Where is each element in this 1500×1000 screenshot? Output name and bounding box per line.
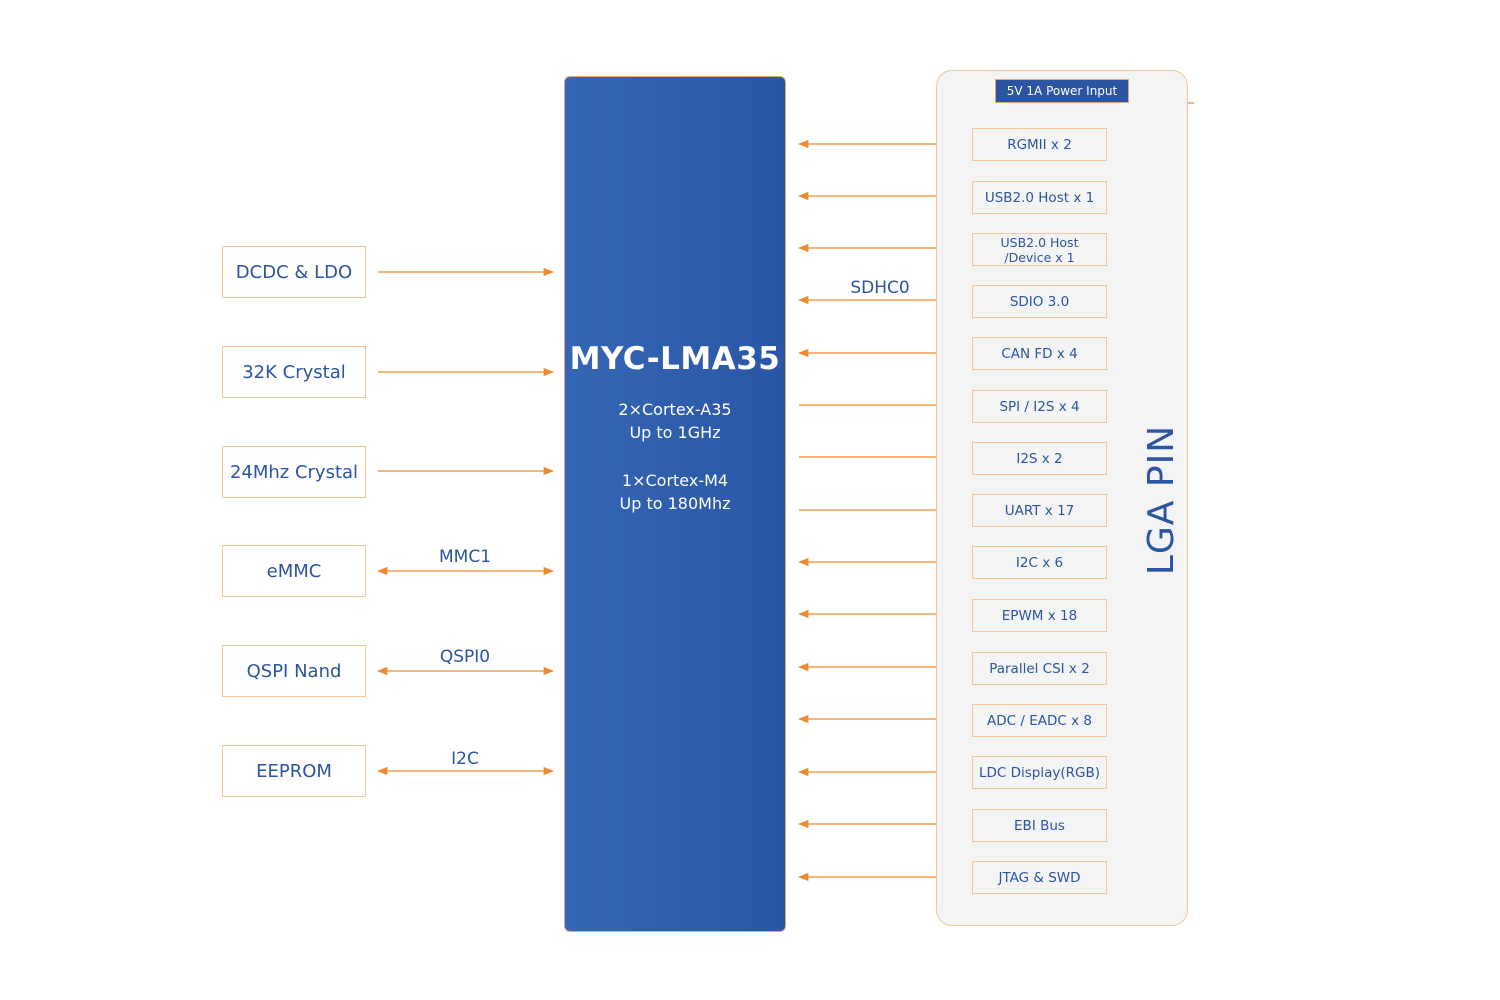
interface-rgmii: RGMII x 2 [972, 128, 1107, 161]
interface-label: SPI / I2S x 4 [999, 398, 1080, 415]
module-qspi-nand: QSPI Nand [222, 645, 366, 697]
module-label: eMMC [266, 560, 322, 582]
module-label: 32K Crystal [242, 361, 346, 383]
interface-can-fd: CAN FD x 4 [972, 337, 1107, 370]
interface-label: RGMII x 2 [1007, 136, 1072, 153]
cpu-name: MYC-LMA35 [569, 341, 781, 377]
interface-i2s: I2S x 2 [972, 442, 1107, 475]
interface-uart: UART x 17 [972, 494, 1107, 527]
module-label: 24Mhz Crystal [229, 461, 359, 483]
interface-adc: ADC / EADC x 8 [972, 704, 1107, 737]
module-emmc: eMMC [222, 545, 366, 597]
interface-usb-otg: USB2.0 Host /Device x 1 [972, 233, 1107, 266]
interface-parallel-csi: Parallel CSI x 2 [972, 652, 1107, 685]
module-24mhz-crystal: 24Mhz Crystal [222, 446, 366, 498]
power-input-label: 5V 1A Power Input [1006, 84, 1118, 98]
module-32k-crystal: 32K Crystal [222, 346, 366, 398]
module-eeprom: EEPROM [222, 745, 366, 797]
interface-jtag-swd: JTAG & SWD [972, 861, 1107, 894]
module-dcdc-ldo: DCDC & LDO [222, 246, 366, 298]
bus-label-qspi0: QSPI0 [439, 647, 491, 667]
cpu-core1-speed: Up to 1GHz [629, 423, 721, 442]
interface-label: I2C x 6 [1015, 554, 1064, 571]
module-label: QSPI Nand [246, 660, 342, 682]
power-input-box: 5V 1A Power Input [995, 79, 1129, 103]
interface-label: USB2.0 Host /Device x 1 [1000, 234, 1079, 265]
interface-label: Parallel CSI x 2 [989, 660, 1090, 677]
interface-epwm: EPWM x 18 [972, 599, 1107, 632]
cpu-core1: 2×Cortex-A35 [618, 400, 732, 419]
lga-pin-label: LGA PIN [1141, 424, 1182, 576]
interface-lcd-display: LDC Display(RGB) [972, 756, 1107, 789]
interface-usb-host: USB2.0 Host x 1 [972, 181, 1107, 214]
interface-label: USB2.0 Host x 1 [984, 189, 1095, 206]
cpu-block: MYC-LMA35 2×Cortex-A35 Up to 1GHz 1×Cort… [564, 76, 786, 932]
interface-label: EPWM x 18 [1001, 607, 1078, 624]
bus-label-sdhc0: SDHC0 [850, 278, 910, 298]
interface-label: LDC Display(RGB) [978, 764, 1101, 781]
interface-spi-i2s: SPI / I2S x 4 [972, 390, 1107, 423]
interface-label: I2S x 2 [1016, 450, 1063, 467]
interface-sdio: SDIO 3.0 [972, 285, 1107, 318]
module-label: EEPROM [256, 760, 332, 782]
cpu-core2-speed: Up to 180Mhz [619, 494, 731, 513]
bus-label-mmc1: MMC1 [438, 547, 492, 567]
interface-label: CAN FD x 4 [1001, 345, 1078, 362]
interface-label: EBI Bus [1014, 817, 1065, 834]
interface-ebi-bus: EBI Bus [972, 809, 1107, 842]
cpu-core2: 1×Cortex-M4 [621, 471, 729, 490]
interface-i2c: I2C x 6 [972, 546, 1107, 579]
bus-label-i2c: I2C [451, 749, 479, 769]
module-label: DCDC & LDO [235, 261, 353, 283]
interface-label: SDIO 3.0 [1009, 293, 1070, 310]
interface-label: ADC / EADC x 8 [987, 712, 1092, 729]
interface-label: JTAG & SWD [998, 869, 1081, 886]
interface-label: UART x 17 [1004, 502, 1075, 519]
